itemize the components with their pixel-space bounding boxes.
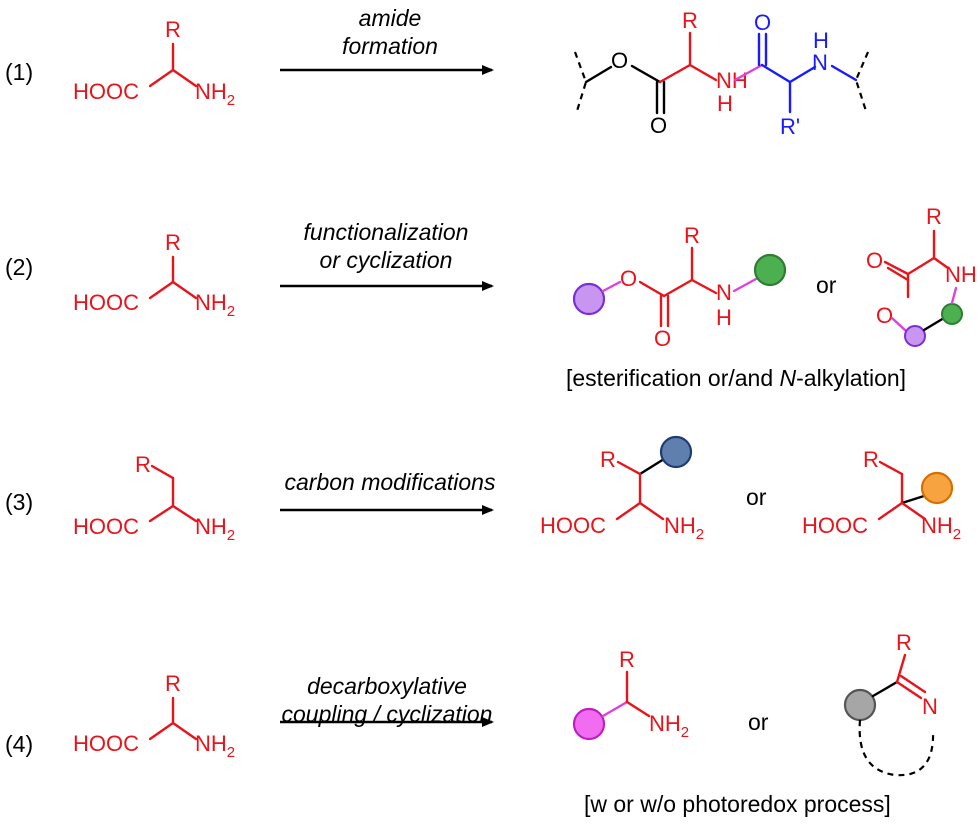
svg-text:HOOC: HOOC — [73, 731, 139, 756]
svg-text:R: R — [135, 452, 151, 477]
condition-text: decarboxylative — [307, 673, 467, 699]
amino-acid-start: R HOOC NH2 — [73, 230, 235, 320]
condition-text: functionalization — [304, 219, 469, 245]
svg-text:R': R' — [780, 114, 800, 139]
cyclic-imine-product: R N — [843, 630, 938, 777]
functionalized-product: O O R N H — [572, 223, 787, 351]
svg-text:R: R — [165, 671, 181, 696]
footnote: [esterification or/and N-alkylation] — [566, 365, 906, 391]
amino-acid-start: R HOOC NH2 — [73, 17, 235, 109]
row-number: (1) — [5, 59, 33, 85]
or-connector: or — [816, 272, 837, 298]
footnote: [w or w/o photoredox process] — [584, 791, 891, 817]
row-number: (3) — [5, 489, 33, 515]
amino-acid-start: R HOOC NH2 — [73, 452, 235, 544]
svg-text:NH: NH — [945, 262, 977, 287]
svg-text:NH2: NH2 — [664, 513, 704, 543]
condition-text: carbon modifications — [285, 469, 496, 495]
purple-substituent-circle — [572, 282, 606, 316]
svg-text:HOOC: HOOC — [73, 290, 139, 315]
svg-text:O: O — [654, 326, 671, 351]
svg-text:N: N — [812, 50, 828, 75]
row-number: (4) — [5, 731, 33, 757]
alpha-modified-product: R HOOC NH2 — [802, 447, 961, 543]
svg-text:HOOC: HOOC — [540, 513, 606, 538]
peptide-product: O O R NH H O R' N H — [573, 8, 870, 139]
amino-acid-start: R HOOC NH2 — [73, 671, 235, 761]
row-2: (2) R HOOC NH2 functionalization or cycl… — [5, 204, 977, 391]
svg-text:O: O — [620, 266, 637, 291]
svg-text:R: R — [619, 647, 635, 672]
svg-text:N: N — [716, 280, 732, 305]
gray-substituent-circle — [843, 688, 877, 722]
svg-text:H: H — [717, 91, 733, 116]
svg-text:R: R — [684, 223, 700, 248]
condition-text: amide — [359, 5, 422, 31]
svg-text:NH2: NH2 — [195, 731, 235, 761]
svg-text:HOOC: HOOC — [73, 79, 139, 104]
svg-text:O: O — [611, 48, 628, 73]
svg-text:NH2: NH2 — [195, 290, 235, 320]
svg-text:NH2: NH2 — [921, 513, 961, 543]
or-connector: or — [746, 484, 767, 510]
condition-text: or cyclization — [320, 247, 453, 273]
or-connector: or — [748, 709, 769, 735]
svg-text:R: R — [926, 204, 942, 229]
svg-text:H: H — [813, 28, 829, 53]
svg-text:O: O — [754, 10, 771, 35]
svg-text:O: O — [866, 248, 883, 273]
beta-modified-product: R HOOC NH2 — [540, 435, 704, 543]
blue-substituent-circle — [659, 435, 693, 469]
svg-text:NH2: NH2 — [195, 514, 235, 544]
svg-text:HOOC: HOOC — [73, 514, 139, 539]
svg-text:NH: NH — [716, 68, 748, 93]
purple-substituent-circle — [904, 325, 926, 347]
svg-text:N: N — [922, 694, 938, 719]
svg-text:R: R — [600, 447, 616, 472]
pink-substituent-circle — [572, 707, 606, 741]
row-1: (1) R HOOC NH2 amide formation O O R NH … — [5, 5, 870, 139]
svg-text:H: H — [716, 305, 732, 330]
cyclic-product: R NH O O — [866, 204, 977, 347]
row-4: (4) R HOOC NH2 decarboxylative coupling … — [5, 630, 938, 817]
svg-text:O: O — [650, 113, 667, 138]
svg-text:R: R — [165, 230, 181, 255]
condition-text: formation — [342, 33, 438, 59]
svg-text:R: R — [165, 17, 181, 42]
svg-text:O: O — [876, 303, 893, 328]
decarboxylated-amine-product: R NH2 — [572, 647, 689, 741]
green-substituent-circle — [753, 253, 787, 287]
green-substituent-circle — [941, 303, 963, 325]
row-3: (3) R HOOC NH2 carbon modifications R HO… — [5, 435, 961, 544]
row-number: (2) — [5, 254, 33, 280]
svg-text:NH2: NH2 — [649, 711, 689, 741]
svg-text:R: R — [896, 630, 912, 655]
svg-text:R: R — [863, 447, 879, 472]
svg-text:HOOC: HOOC — [802, 513, 868, 538]
svg-text:NH2: NH2 — [195, 79, 235, 109]
orange-substituent-circle — [920, 471, 954, 505]
svg-text:R: R — [682, 8, 698, 33]
